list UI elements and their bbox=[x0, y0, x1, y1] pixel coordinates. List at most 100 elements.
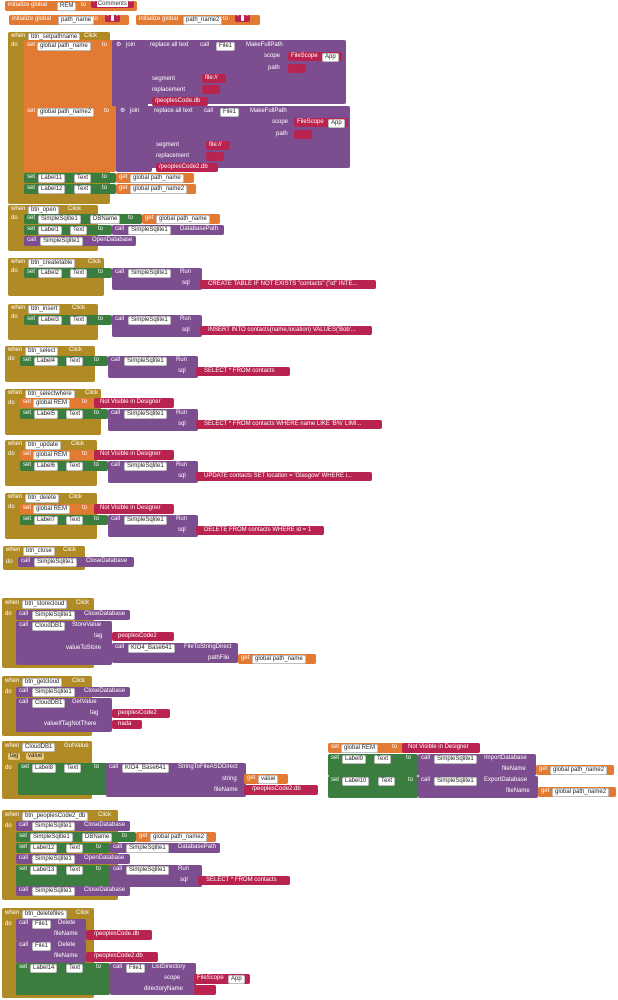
string-peoplescode2[interactable]: peoplesCode2 bbox=[112, 709, 170, 718]
set-path-name2-block[interactable]: set global path_name2 to bbox=[24, 106, 116, 172]
call-storevalue[interactable]: call CloudDB1 StoreValue tag valueToStor… bbox=[16, 621, 112, 665]
component-select[interactable]: Label12 bbox=[30, 844, 58, 853]
var-select[interactable]: global path_name bbox=[156, 215, 210, 224]
empty-string[interactable] bbox=[202, 85, 220, 94]
property-select[interactable]: Text bbox=[374, 755, 392, 764]
call-run[interactable]: call SimpleSqlite1 Run sql bbox=[108, 461, 198, 483]
param-tag[interactable]: tag bbox=[8, 753, 21, 760]
property-select[interactable]: Text bbox=[66, 357, 84, 366]
component-select[interactable]: btn_select bbox=[25, 347, 59, 356]
var-select[interactable]: global path_name2 bbox=[37, 108, 95, 117]
component-select[interactable]: Label14 bbox=[30, 964, 58, 973]
component-select[interactable]: Label9 bbox=[342, 755, 367, 764]
set-label3-text[interactable]: set Label3 Text to bbox=[24, 315, 112, 325]
call-closedatabase[interactable]: call SimpleSqlite1 CloseDatabase bbox=[18, 557, 134, 567]
component-select[interactable]: Label2 bbox=[38, 269, 63, 278]
var-select[interactable]: global path_name bbox=[37, 42, 91, 51]
set-label11-text[interactable]: set Label11 Text to bbox=[24, 173, 116, 183]
string-value[interactable]: " Comments " bbox=[91, 1, 134, 8]
filescope-app[interactable]: FileScope App bbox=[194, 974, 250, 984]
component-select[interactable]: SimpleSqlite1 bbox=[40, 237, 83, 246]
string-peoplescode2-db[interactable]: /peoplesCode2.db bbox=[156, 163, 218, 172]
property-select[interactable]: Text bbox=[66, 516, 84, 525]
component-select[interactable]: File1 bbox=[32, 920, 52, 929]
get-path-name[interactable]: get global path_name bbox=[238, 654, 316, 664]
call-importdatabase[interactable]: call SimpleSqlite1 ImportDatabase fileNa… bbox=[418, 754, 536, 776]
call-run[interactable]: call SimpleSqlite1 Run sql bbox=[112, 268, 202, 290]
join-block[interactable]: ⚙ join bbox=[112, 40, 148, 108]
sql-string[interactable]: DELETE FROM contacts WHERE id = 1 bbox=[196, 526, 324, 535]
component-select[interactable]: CloudDB1 bbox=[32, 622, 66, 631]
call-run[interactable]: call SimpleSqlite1 Run sql bbox=[112, 315, 202, 337]
set-rem[interactable]: set global REM to bbox=[20, 450, 94, 460]
component-select[interactable]: Label5 bbox=[34, 410, 59, 419]
var-select[interactable]: global path_name bbox=[252, 655, 306, 664]
scope-select[interactable]: App bbox=[322, 53, 339, 62]
call-closedatabase[interactable]: call SimpleSqlite1 CloseDatabase bbox=[16, 610, 130, 620]
call-file-delete[interactable]: call File1 Delete fileName bbox=[16, 941, 86, 963]
set-label13-text[interactable]: set Label13 Text to bbox=[16, 865, 110, 887]
call-closedatabase[interactable]: call SimpleSqlite1 CloseDatabase bbox=[16, 821, 130, 831]
scope-select[interactable]: App bbox=[328, 119, 345, 128]
set-rem[interactable]: set global REM to bbox=[20, 504, 94, 514]
component-select[interactable]: KIO4_Base641 bbox=[122, 764, 169, 773]
call-opendatabase[interactable]: call SimpleSqlite1 OpenDatabase bbox=[16, 854, 130, 864]
call-closedatabase[interactable]: call SimpleSqlite1 CloseDatabase bbox=[16, 886, 130, 896]
set-label10-text[interactable]: set Label10 Text to bbox=[328, 776, 418, 798]
component-select[interactable]: btn_storecloud bbox=[22, 600, 68, 609]
component-select[interactable]: SimpleSqlite1 bbox=[124, 516, 167, 525]
var-select[interactable]: value bbox=[258, 775, 279, 784]
component-select[interactable]: SimpleSqlite1 bbox=[434, 777, 477, 786]
empty-string[interactable]: " " bbox=[235, 15, 251, 22]
sql-string[interactable]: SELECT * FROM contacts bbox=[198, 876, 290, 885]
component-select[interactable]: KIO4_Base641 bbox=[128, 644, 175, 653]
get-path-name2[interactable]: get global path_name2 bbox=[536, 765, 614, 775]
get-path-name[interactable]: get global path_name bbox=[142, 214, 220, 224]
component-select[interactable]: File1 bbox=[216, 42, 236, 51]
string-not-visible[interactable]: Not Visible in Designer bbox=[402, 743, 480, 753]
call-listdirectory[interactable]: call File1 ListDirectory scope directory… bbox=[110, 963, 196, 995]
component-select[interactable]: SimpleSqlite1 bbox=[128, 269, 171, 278]
component-select[interactable]: SimpleSqlite1 bbox=[30, 833, 73, 842]
component-select[interactable]: SimpleSqlite1 bbox=[32, 611, 75, 620]
init-global-path-name[interactable]: initialize global path_name to " " bbox=[9, 15, 129, 25]
sql-string[interactable]: INSERT INTO contacts(name,location) VALU… bbox=[200, 326, 372, 335]
string-file[interactable]: file:// bbox=[202, 74, 226, 83]
call-run[interactable]: call SimpleSqlite1 Run sql bbox=[110, 865, 202, 887]
var-select[interactable]: global path_name bbox=[130, 174, 184, 183]
set-rem[interactable]: set global REM to bbox=[328, 743, 404, 753]
component-select[interactable]: btn_update bbox=[25, 441, 62, 450]
string-not-visible[interactable]: Not Visible in Designer bbox=[94, 504, 174, 514]
property-select[interactable]: Text bbox=[70, 269, 88, 278]
component-select[interactable]: Label13 bbox=[30, 866, 58, 875]
component-select[interactable]: Label4 bbox=[34, 357, 59, 366]
component-select[interactable]: Label10 bbox=[342, 777, 370, 786]
set-label14-text[interactable]: set Label14 Text to bbox=[16, 963, 110, 995]
component-select[interactable]: SimpleSqlite1 bbox=[32, 688, 75, 697]
set-label6-text[interactable]: set Label6 Text to bbox=[20, 461, 108, 471]
get-path-name[interactable]: get global path_name bbox=[116, 173, 194, 183]
scope-select[interactable]: App bbox=[228, 975, 245, 984]
component-select[interactable]: SimpleSqlite1 bbox=[126, 866, 169, 875]
var-select[interactable]: global path_name2 bbox=[130, 185, 188, 194]
call-closedatabase[interactable]: call SimpleSqlite1 CloseDatabase bbox=[16, 687, 130, 697]
call-opendatabase[interactable]: call SimpleSqlite1 OpenDatabase bbox=[24, 236, 136, 246]
string-peoplescode2-db[interactable]: /peoplesCode2.db bbox=[244, 785, 318, 795]
empty-string[interactable] bbox=[206, 152, 224, 161]
property-select[interactable]: Text bbox=[66, 964, 84, 973]
call-filetostringdirect[interactable]: call KIO4_Base641 FileToStringDirect pat… bbox=[112, 643, 238, 663]
empty-string[interactable] bbox=[194, 985, 216, 995]
set-label2-text[interactable]: set Label2 Text to bbox=[24, 268, 112, 278]
property-select[interactable]: DBName bbox=[90, 215, 121, 224]
component-select[interactable]: btn_deletefiles bbox=[22, 910, 67, 919]
property-select[interactable]: Text bbox=[70, 226, 88, 235]
set-label7-text[interactable]: set Label7 Text to bbox=[20, 515, 108, 525]
call-run[interactable]: call SimpleSqlite1 Run sql bbox=[108, 409, 198, 431]
set-path-name-block[interactable]: set global path_name to bbox=[24, 40, 114, 108]
var-name[interactable]: REM bbox=[57, 2, 77, 11]
property-select[interactable]: Text bbox=[74, 174, 92, 183]
property-select[interactable]: Text bbox=[66, 462, 84, 471]
join-block-2[interactable]: ⚙ join bbox=[116, 106, 152, 172]
set-label4-text[interactable]: set Label4 Text to bbox=[20, 356, 108, 366]
set-label5-text[interactable]: set Label5 Text to bbox=[20, 409, 108, 419]
